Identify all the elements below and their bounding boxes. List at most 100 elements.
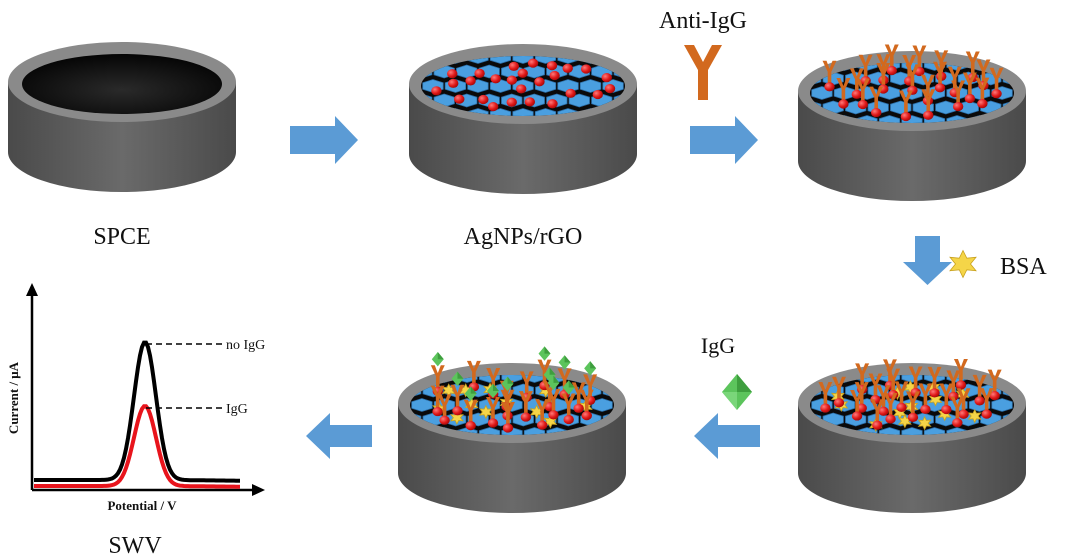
graphene-hex <box>648 384 669 397</box>
electrode-bsa <box>767 341 1069 513</box>
silver-nanoparticle <box>565 88 576 98</box>
antibody <box>430 365 445 389</box>
graphene-hex <box>637 370 657 383</box>
graphene-hex <box>767 58 787 71</box>
antibody <box>927 366 942 390</box>
graphene-hex <box>378 51 398 64</box>
graphene-hex <box>569 36 589 49</box>
antibody <box>979 388 994 412</box>
graphene-hex <box>592 341 613 354</box>
graphene-hex <box>378 137 398 150</box>
graphene-hex <box>767 456 787 469</box>
graphene-hex <box>648 109 668 122</box>
antibody <box>950 396 965 420</box>
graphene-hex <box>767 428 787 441</box>
graphene-hex <box>512 108 534 116</box>
graphene-hex <box>767 87 787 100</box>
label-swv: SWV <box>108 533 162 559</box>
silver-nanoparticle <box>478 94 489 105</box>
graphene-hex <box>367 456 387 469</box>
graphene-hex <box>1048 43 1069 56</box>
silver-nanoparticle <box>820 403 831 413</box>
antibody <box>579 389 594 413</box>
graphene-hex <box>935 100 957 115</box>
bsa-molecule <box>967 408 982 424</box>
graphene-hex <box>637 341 657 354</box>
graphene-hex <box>857 29 878 42</box>
graphene-hex <box>625 22 645 35</box>
silver-nanoparticle <box>896 402 907 412</box>
graphene-hex <box>378 109 398 122</box>
graphene-hex <box>778 130 799 143</box>
graphene-hex <box>778 384 799 397</box>
arrow-right-icon <box>690 116 758 164</box>
antibody <box>883 392 898 416</box>
antibody <box>583 374 598 398</box>
graphene-hex <box>778 72 799 85</box>
graphene-hex <box>389 94 410 107</box>
antibody <box>921 89 936 113</box>
graphene-hex <box>637 36 658 49</box>
silver-nanoparticle <box>878 406 889 416</box>
graphene-hex <box>411 398 433 412</box>
graphene-hex <box>523 427 546 435</box>
silver-nanoparticle <box>527 58 539 68</box>
graphene-hex <box>1037 87 1057 100</box>
antibody <box>546 388 561 412</box>
graphene-hex <box>1048 101 1069 114</box>
graphene-hex <box>389 341 409 354</box>
graphene-hex <box>1026 413 1047 426</box>
graphene-hex <box>592 36 612 49</box>
antibody <box>486 368 501 392</box>
graphene-hex <box>1026 101 1047 114</box>
silver-nanoparticle <box>549 70 560 81</box>
graphene-hex <box>969 29 990 42</box>
graphene-hex <box>378 355 399 368</box>
graphene-hex <box>1048 355 1069 368</box>
antibody <box>884 44 899 68</box>
silver-nanoparticle <box>838 99 849 109</box>
arrow-right-icon <box>290 116 358 164</box>
graphene-hex <box>378 80 398 93</box>
silver-nanoparticle <box>534 77 545 87</box>
graphene-hex <box>389 123 410 136</box>
antibody <box>956 388 971 412</box>
silver-nanoparticle <box>508 61 520 71</box>
label-anti-igg: Anti-IgG <box>659 8 747 34</box>
silver-nanoparticle <box>563 414 574 425</box>
graphene-hex <box>490 22 510 35</box>
bsa-molecule <box>917 415 932 431</box>
silver-nanoparticle <box>506 75 518 85</box>
graphene-hex <box>659 65 680 78</box>
graphene-hex <box>1014 58 1034 71</box>
graphene-hex <box>1048 72 1069 85</box>
antibody <box>500 389 515 413</box>
antibody <box>912 45 927 69</box>
silver-nanoparticle <box>974 396 985 406</box>
graphene-hex <box>534 56 557 64</box>
graphene-hex <box>947 341 968 354</box>
graphene-hex <box>625 51 645 64</box>
antibody <box>894 381 909 405</box>
antibody <box>898 90 913 114</box>
graphene-hex <box>812 341 833 354</box>
graphene-hex <box>789 58 809 71</box>
antibody <box>934 50 949 74</box>
swv-plot: Current / μA Potential / V no IgG IgG <box>6 283 265 513</box>
arrow-left-icon <box>306 413 372 459</box>
x-axis-label: Potential / V <box>107 498 177 513</box>
silver-nanoparticle <box>487 102 499 112</box>
silver-nanoparticle <box>604 84 616 94</box>
graphene-hex <box>879 341 899 354</box>
arrow-down-icon <box>903 236 952 285</box>
bsa-molecule <box>449 410 464 425</box>
silver-nanoparticle <box>856 403 867 413</box>
label-igg: IgG <box>701 333 735 358</box>
graphene-hex <box>1026 130 1047 143</box>
graphene-hex <box>489 56 512 64</box>
graphene-hex <box>637 123 658 136</box>
antibody <box>953 359 968 383</box>
graphene-hex <box>468 22 489 35</box>
silver-nanoparticle <box>465 76 476 86</box>
silver-nanoparticle <box>439 415 450 425</box>
